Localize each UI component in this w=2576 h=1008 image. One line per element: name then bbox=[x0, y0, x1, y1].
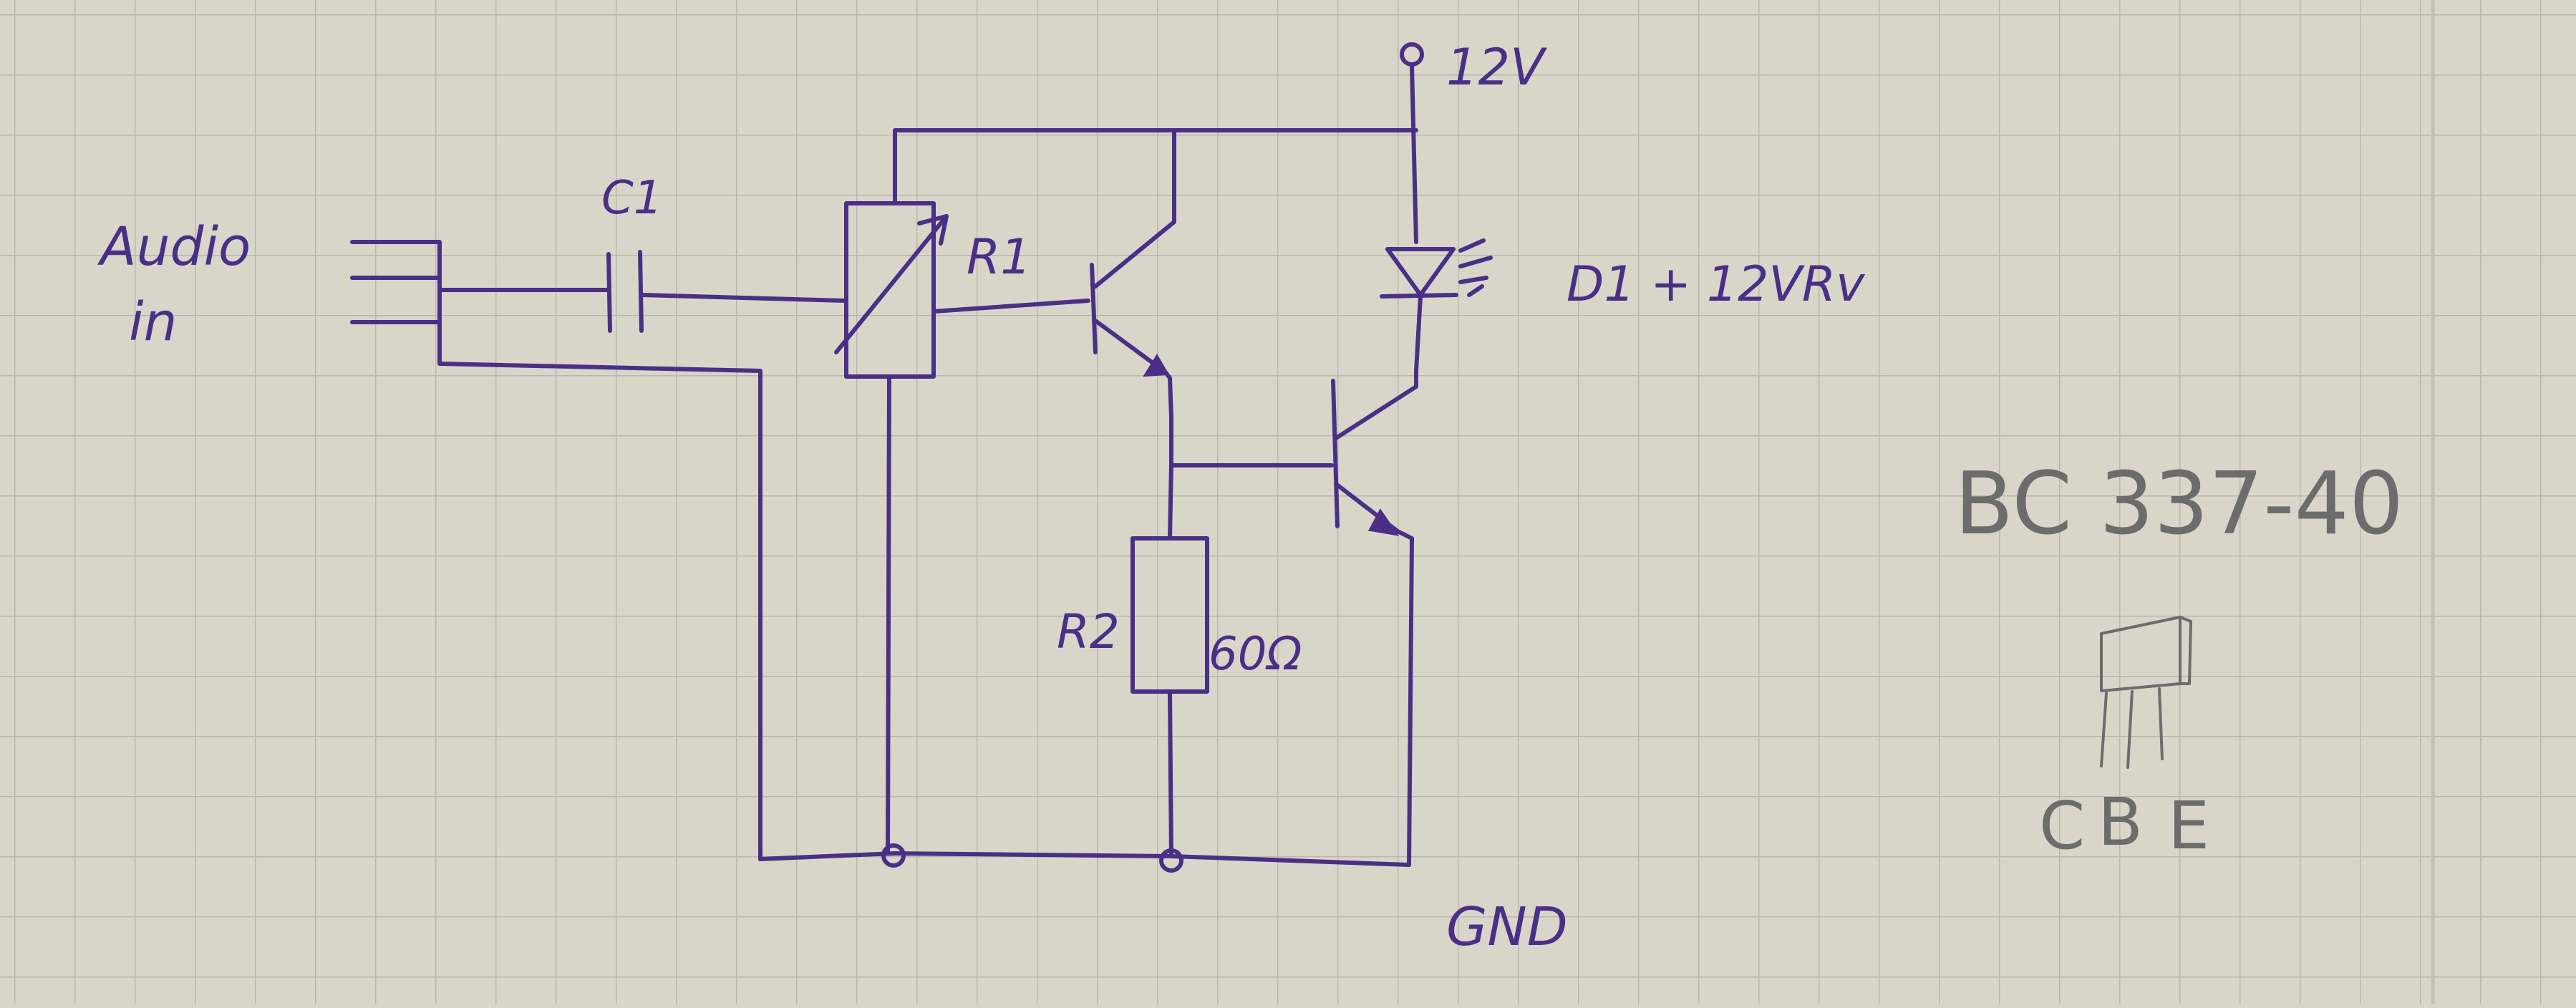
capacitor-c1 bbox=[606, 250, 644, 333]
wire-led-to-q2-collector bbox=[1414, 294, 1423, 373]
r1-label: R1 bbox=[967, 229, 1032, 286]
wire-c1-to-r1 bbox=[641, 293, 847, 303]
wire-r1-top-to-rail bbox=[893, 128, 1418, 205]
r2-label: R2 bbox=[1057, 604, 1120, 659]
pin-e-label: E bbox=[2168, 788, 2209, 864]
pin-c-label: C bbox=[2039, 788, 2085, 864]
audio-jack-symbol bbox=[350, 240, 442, 366]
wire-jack-ground-return bbox=[437, 362, 762, 861]
to92-package-sketch bbox=[2100, 616, 2192, 769]
wire-ground-rail bbox=[758, 851, 1411, 867]
d1-label: D1 + 12VRv bbox=[1567, 256, 1866, 313]
wire-r1-wiper-to-q1-base bbox=[931, 299, 1090, 314]
wire-node-to-r2 bbox=[1168, 463, 1173, 541]
transistor-q1 bbox=[1090, 128, 1176, 419]
gnd-label: GND bbox=[1446, 896, 1568, 958]
wire-r1-bottom-to-gnd bbox=[886, 374, 891, 856]
part-number-label: BC 337-40 bbox=[1955, 455, 2403, 554]
pin-b-label: B bbox=[2098, 784, 2143, 861]
supply-label: 12V bbox=[1446, 38, 1547, 97]
r2-value-label: 60Ω bbox=[1209, 628, 1302, 681]
wire-r2-to-gnd bbox=[1168, 689, 1173, 858]
c1-label: C1 bbox=[601, 172, 662, 225]
wire-supply-to-led bbox=[1410, 64, 1418, 244]
audio-in-label-line2: in bbox=[129, 291, 177, 353]
ground-junction-right bbox=[1159, 848, 1183, 873]
audio-in-label-line1: Audio bbox=[97, 216, 251, 278]
wire-q2-emitter-to-gnd bbox=[1407, 536, 1414, 867]
ground-junction-left bbox=[881, 843, 906, 868]
transistor-q2 bbox=[1331, 369, 1418, 541]
